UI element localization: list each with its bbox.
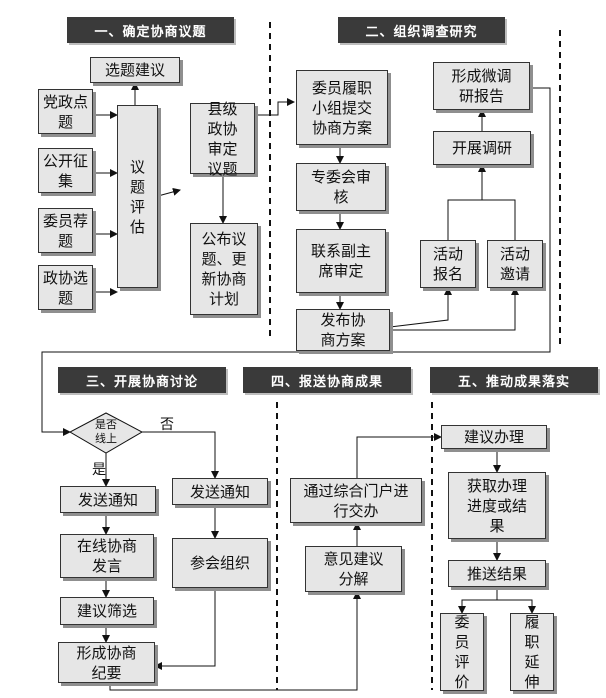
- handle-suggestion-box: 建议办理: [441, 425, 547, 449]
- duty-extend-box: 履职延伸: [510, 613, 554, 691]
- form-report-box: 形成微调研报告: [433, 62, 530, 110]
- header-section-2: 二、组织调查研究: [338, 17, 505, 43]
- conduct-research-box: 开展调研: [433, 131, 531, 165]
- header-section-5: 五、推动成果落实: [430, 367, 598, 393]
- topic-suggestion-box: 选题建议: [90, 57, 180, 83]
- yes-label: 是: [92, 462, 106, 478]
- county-review-box: 县级政协审定议题: [190, 100, 255, 178]
- activity-invite-box: 活动邀请: [487, 240, 543, 288]
- opinion-decompose-box: 意见建议分解: [305, 546, 402, 592]
- topic-evaluate-box: 议题评估: [117, 105, 158, 288]
- screen-suggestions-box: 建议筛选: [60, 597, 154, 625]
- attend-org-box: 参会组织: [172, 538, 268, 588]
- push-result-box: 推送结果: [448, 560, 546, 587]
- cppcc-select-box: 政协选题: [38, 265, 93, 310]
- header-section-4: 四、报送协商成果: [243, 367, 411, 393]
- group-submit-box: 委员履职小组提交协商方案: [296, 70, 388, 145]
- publish-update-box: 公布议题、更新协商计划: [190, 223, 258, 315]
- activity-signup-box: 活动报名: [420, 240, 476, 288]
- publish-plan-box: 发布协商方案: [296, 309, 390, 351]
- send-notice-online-box: 发送通知: [60, 486, 156, 513]
- public-collect-box: 公开征集: [38, 148, 93, 193]
- committee-review-box: 专委会审核: [296, 163, 386, 211]
- get-progress-box: 获取办理进度或结果: [448, 472, 546, 539]
- member-recommend-box: 委员荐题: [38, 208, 93, 253]
- header-section-3: 三、开展协商讨论: [58, 367, 226, 393]
- party-topic-box: 党政点题: [38, 89, 93, 134]
- header-section-1: 一、确定协商议题: [67, 17, 234, 43]
- vice-chair-review-box: 联系副主席审定: [296, 229, 386, 293]
- portal-submit-box: 通过综合门户进行交办: [290, 478, 422, 523]
- no-label: 否: [160, 417, 174, 433]
- member-evaluate-box: 委员评价: [440, 613, 484, 691]
- online-question-label: 是否线上: [95, 418, 117, 445]
- form-minutes-box: 形成协商纪要: [58, 642, 155, 683]
- send-notice-offline-box: 发送通知: [172, 478, 268, 505]
- online-speech-box: 在线协商发言: [60, 534, 154, 578]
